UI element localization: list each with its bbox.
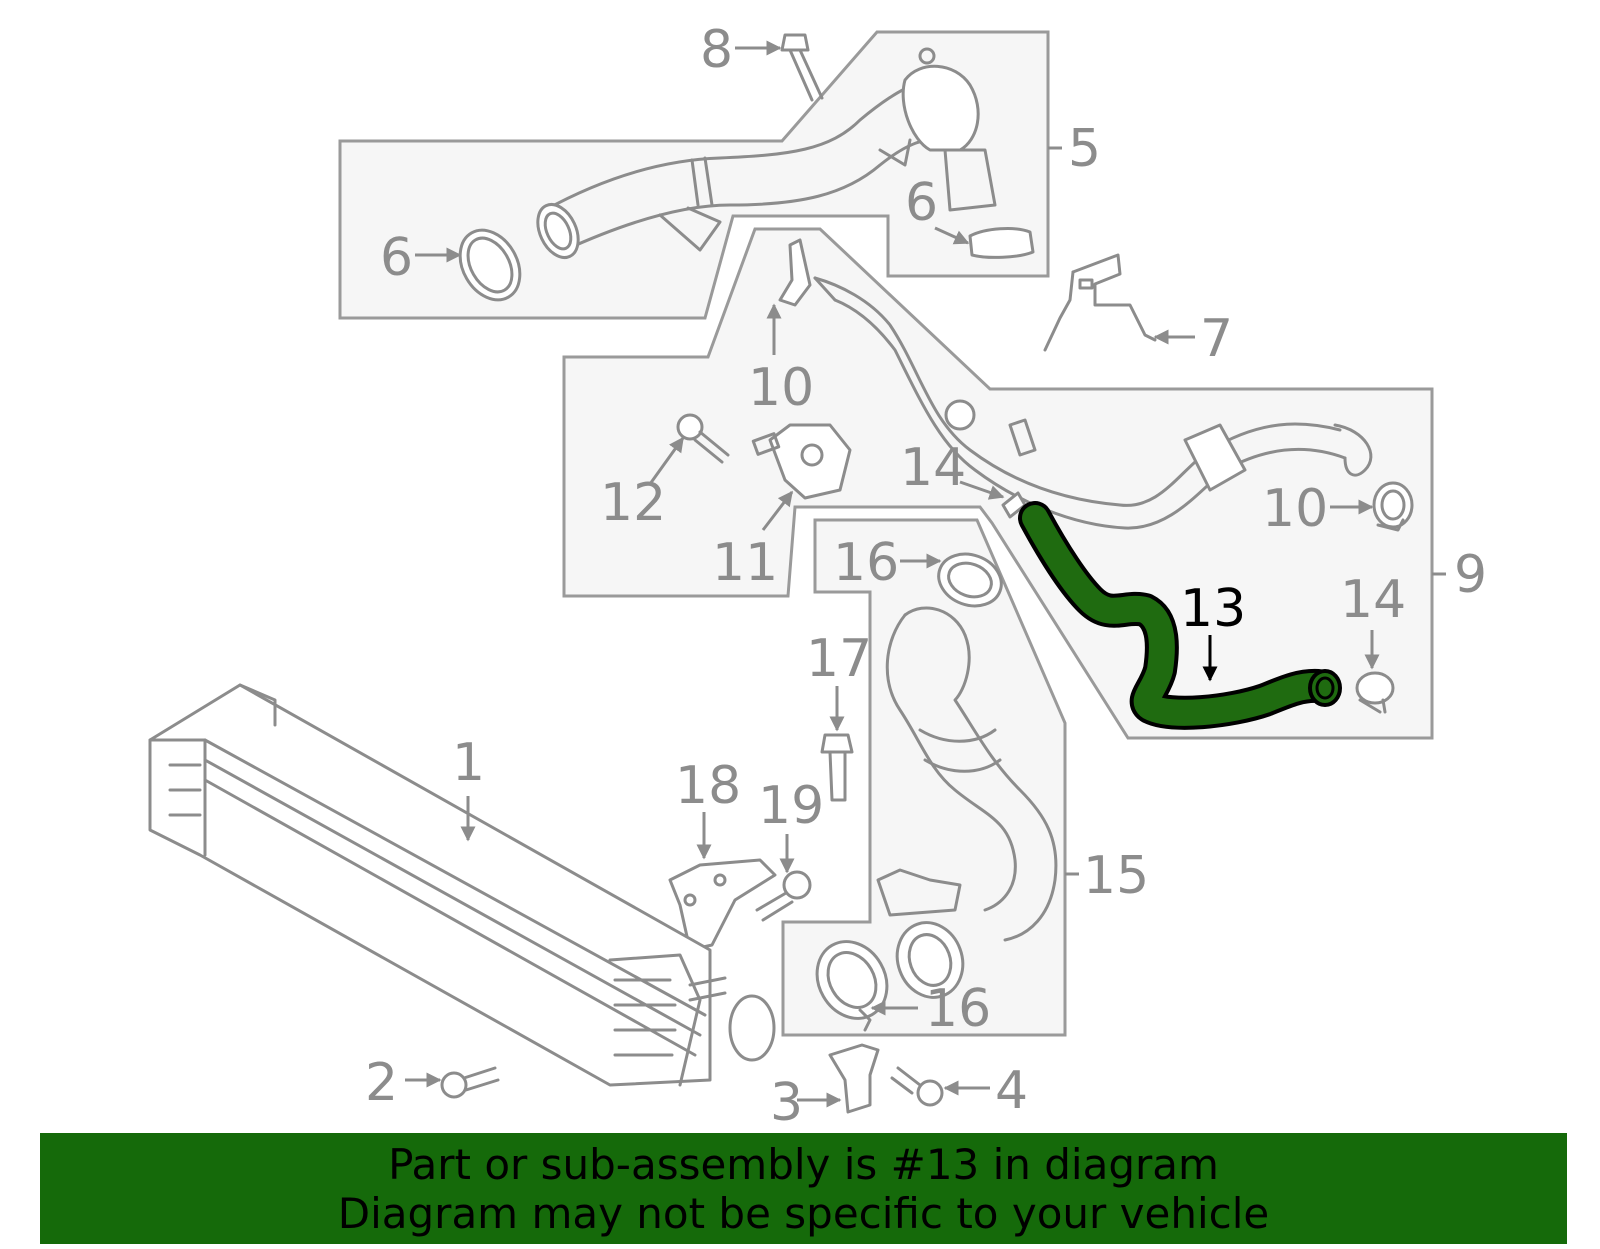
callout-12: 12 (600, 473, 666, 533)
banner-line-1: Part or sub-assembly is #13 in diagram (388, 1139, 1219, 1189)
part-8-bolt (780, 33, 824, 102)
callout-13-highlighted: 13 (1180, 579, 1246, 639)
callout-16-lower: 16 (925, 979, 991, 1039)
part-16-clamp-lower (815, 940, 889, 1032)
part-18-bracket (668, 858, 777, 952)
callout-1: 1 (452, 733, 485, 793)
part-16-clamp-upper (937, 552, 1003, 608)
callout-9: 9 (1454, 545, 1487, 605)
callout-5: 5 (1068, 119, 1101, 179)
callout-11: 11 (712, 533, 778, 593)
callout-8: 8 (700, 20, 733, 80)
part-19-bolt (755, 870, 812, 922)
charge-pipe-part-15 (876, 606, 1058, 999)
part-14-clip-lower (1355, 671, 1395, 714)
callout-16-upper: 16 (833, 533, 899, 593)
callout-10-upper: 10 (748, 358, 814, 418)
charge-pipe-upper (536, 47, 997, 259)
callout-4: 4 (995, 1061, 1028, 1121)
callout-7: 7 (1200, 309, 1233, 369)
callout-6-right: 6 (905, 173, 938, 233)
part-7-bracket (1043, 253, 1157, 352)
info-banner: Part or sub-assembly is #13 in diagram D… (40, 1133, 1567, 1244)
leader-lines (405, 40, 1446, 1108)
group-panel-9 (562, 227, 1434, 740)
part-13-hose-highlighted (1018, 501, 1342, 730)
callout-17: 17 (806, 629, 872, 689)
part-11-sensor (751, 423, 852, 500)
callout-14-upper: 14 (900, 438, 966, 498)
callout-19: 19 (758, 776, 824, 836)
callout-15: 15 (1083, 846, 1149, 906)
part-1-intercooler (148, 683, 776, 1087)
part-3-air-duct (828, 1043, 880, 1114)
part-4-bolt (890, 1066, 944, 1107)
banner-line-2: Diagram may not be specific to your vehi… (337, 1188, 1270, 1238)
part-10-clamp-right (1372, 481, 1414, 532)
charge-pipe-part-9 (813, 276, 1373, 530)
callout-10-right: 10 (1262, 479, 1328, 539)
part-10-clip-upper (778, 238, 812, 307)
part-2-bolt (440, 1066, 500, 1099)
part-6-clamp-left (458, 228, 522, 302)
callout-18: 18 (675, 756, 741, 816)
part-17-bolt (820, 733, 854, 802)
callout-6-left: 6 (380, 228, 413, 288)
callout-3: 3 (770, 1073, 803, 1133)
part-6-clamp-right (968, 227, 1035, 259)
part-12-bolt (676, 413, 730, 464)
callout-2: 2 (365, 1053, 398, 1113)
callout-14-lower: 14 (1340, 570, 1406, 630)
